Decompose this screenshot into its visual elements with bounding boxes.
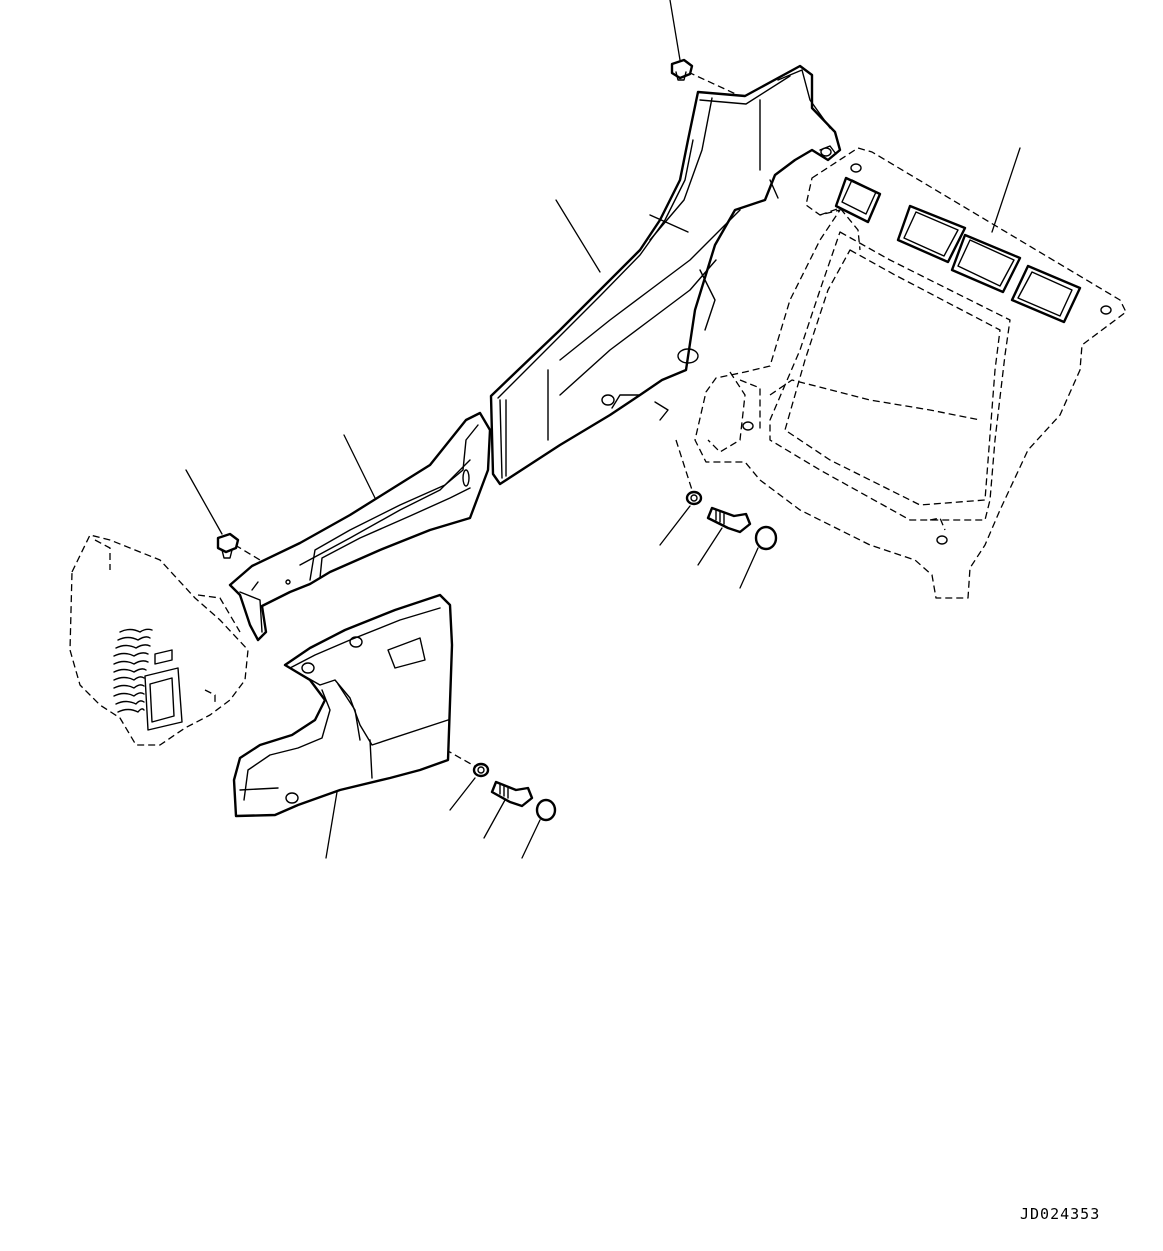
bolt-lower-shape — [490, 780, 534, 808]
leader-cap-upper — [739, 547, 759, 589]
front-console-phantom-part — [69, 534, 249, 746]
leader-washer-upper — [659, 505, 691, 546]
axis-upper-clip — [687, 71, 741, 97]
fasteners-upper — [685, 490, 778, 551]
axis-upper-fastener — [675, 439, 693, 491]
leader-cap-lower — [521, 819, 541, 859]
louver-slots — [113, 628, 153, 713]
left-clip-part — [216, 532, 240, 559]
cap-upper-shape — [754, 525, 778, 551]
front-pillar-cover-part — [228, 411, 492, 642]
leader-rear-pillar — [555, 199, 601, 273]
leader-left-clip — [185, 469, 223, 535]
leader-upper-clip — [669, 0, 681, 61]
rear-pillar-cover-part — [489, 64, 842, 486]
washer-lower-shape — [472, 762, 490, 778]
washer-upper-shape — [685, 490, 703, 506]
cab-rear-frame-part — [694, 147, 1127, 599]
leader-washer-lower — [449, 777, 476, 811]
leader-console-cover — [325, 785, 339, 859]
cap-lower-shape — [535, 798, 557, 822]
bolt-upper-shape — [706, 506, 752, 534]
drawing-id-label: JD024353 — [1020, 1205, 1101, 1223]
leader-bolt-lower — [483, 799, 506, 839]
upper-clip-part — [670, 58, 694, 81]
leader-front-pillar — [343, 434, 377, 501]
console-side-cover-part — [232, 593, 454, 818]
leader-bolt-upper — [697, 527, 723, 566]
fasteners-lower — [472, 762, 557, 822]
leader-cab-frame — [991, 147, 1021, 233]
